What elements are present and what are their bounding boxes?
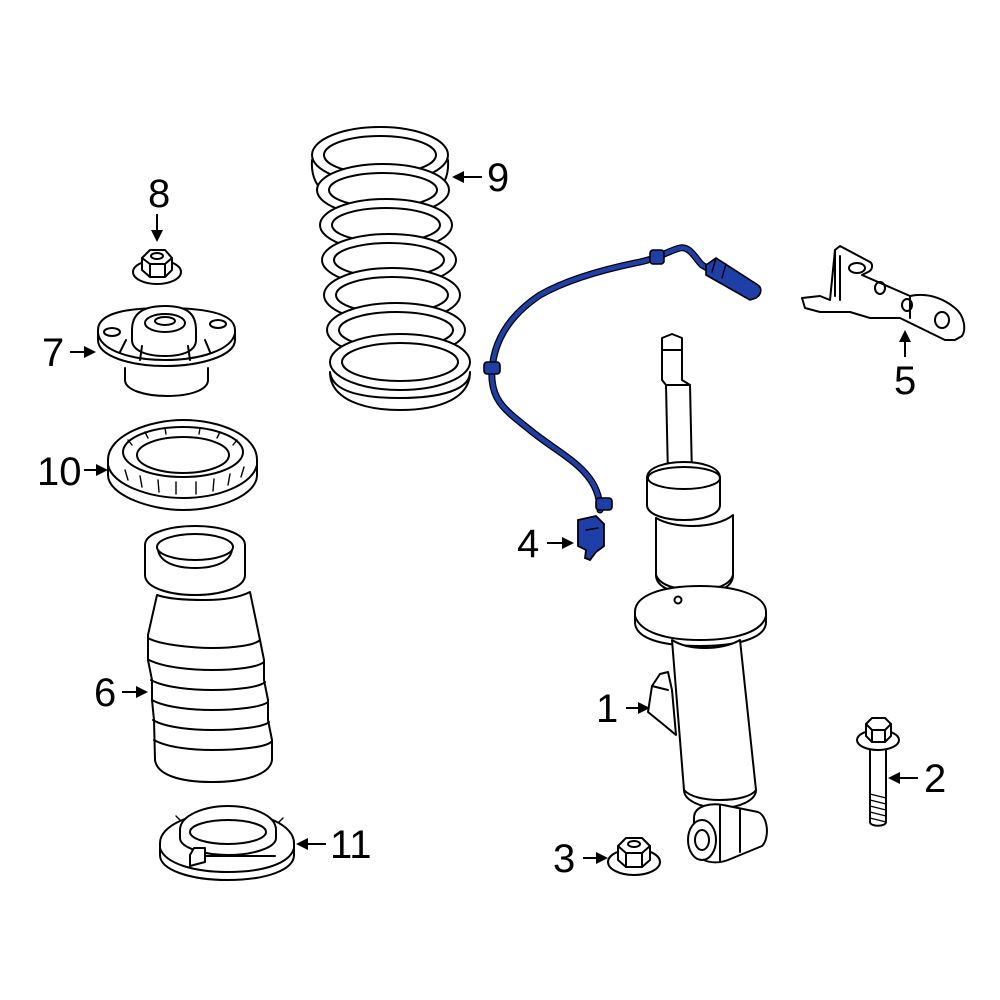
callout-4-label: 4 — [517, 522, 539, 566]
callout-11[interactable]: 11 — [296, 823, 372, 867]
callout-10-label: 10 — [37, 450, 82, 494]
callout-11-arrow — [296, 838, 308, 850]
callout-9-label: 9 — [487, 156, 509, 200]
callout-7-arrow — [84, 346, 96, 358]
callout-2-arrow — [888, 772, 900, 784]
callout-1[interactable]: 1 — [596, 687, 650, 731]
upper-mount-nut[interactable] — [132, 249, 182, 285]
upper-strut-mount[interactable] — [97, 305, 236, 397]
callout-4-arrow — [562, 537, 574, 549]
callout-8[interactable]: 8 — [148, 172, 170, 242]
lower-spring-seat[interactable] — [159, 805, 295, 881]
bump-stop-boot[interactable] — [144, 525, 273, 783]
callout-9-arrow — [452, 171, 464, 183]
lower-mount-bolt[interactable] — [856, 717, 900, 827]
callout-8-label: 8 — [148, 172, 170, 216]
callout-3[interactable]: 3 — [553, 837, 608, 881]
callout-5-arrow — [899, 330, 911, 342]
shock-absorber-strut[interactable] — [634, 333, 768, 864]
callout-6-label: 6 — [94, 671, 116, 715]
callout-3-label: 3 — [553, 837, 575, 881]
wear-sensor-wire[interactable] — [483, 244, 762, 562]
callout-5[interactable]: 5 — [894, 330, 916, 403]
callout-6-arrow — [136, 686, 148, 698]
wear-sensor-wire-highlight — [489, 245, 755, 513]
callout-11-label: 11 — [330, 823, 372, 867]
coil-spring[interactable] — [310, 126, 471, 411]
callout-1-label: 1 — [596, 687, 618, 731]
callout-2-label: 2 — [924, 757, 946, 801]
sensor-bracket[interactable] — [801, 245, 966, 341]
callout-1-arrow — [638, 702, 650, 714]
callout-6[interactable]: 6 — [94, 671, 148, 715]
callout-8-arrow — [151, 230, 163, 242]
callout-5-label: 5 — [894, 359, 916, 403]
callout-10-arrow — [96, 464, 108, 476]
callout-9[interactable]: 9 — [452, 156, 509, 200]
callout-3-arrow — [596, 852, 608, 864]
callout-10[interactable]: 10 — [37, 450, 108, 494]
callout-7[interactable]: 7 — [42, 331, 96, 375]
callout-7-label: 7 — [42, 331, 64, 375]
callout-2[interactable]: 2 — [888, 757, 946, 801]
callout-4[interactable]: 4 — [517, 522, 574, 566]
spring-seat-insulator[interactable] — [107, 419, 258, 511]
lower-mount-nut[interactable] — [607, 837, 661, 876]
